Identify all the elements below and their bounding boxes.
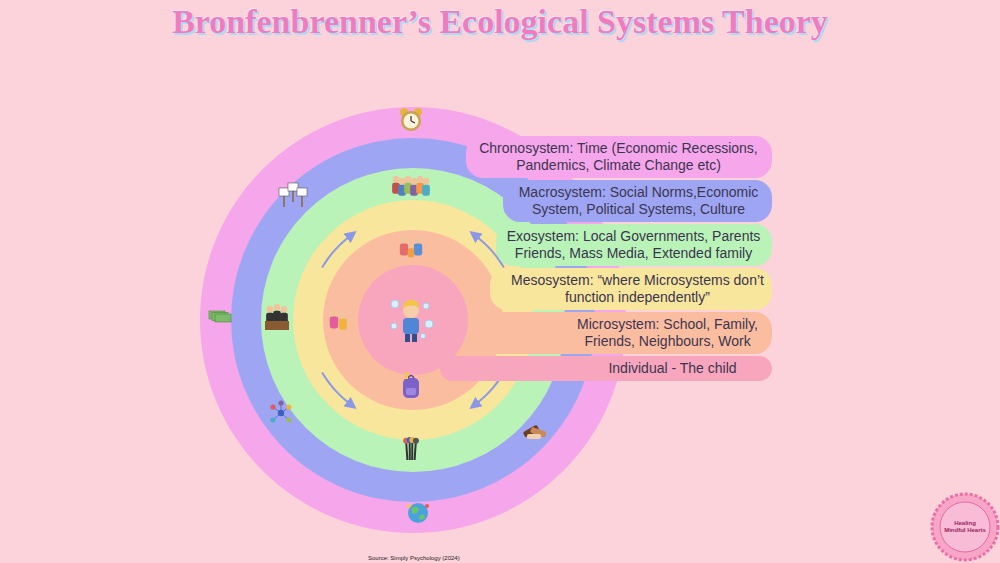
system-label: Exosystem: Local Governments, Parents Fr…	[500, 228, 767, 262]
system-band: Chronosystem: Time (Economic Recessions,…	[466, 136, 772, 178]
logo-text: Healing Mindful Hearts	[943, 520, 987, 534]
cycle-arrow	[322, 234, 353, 268]
backpack-icon	[403, 372, 419, 398]
system-band: Individual - The child	[440, 356, 772, 381]
child-icon	[391, 300, 433, 342]
system-label: Microsystem: School, Family, Friends, Ne…	[568, 316, 767, 350]
government-icon	[265, 304, 289, 330]
system-label: Macrosystem: Social Norms,Economic Syste…	[510, 184, 767, 218]
system-band: Exosystem: Local Governments, Parents Fr…	[496, 224, 772, 266]
family-icon	[400, 236, 422, 257]
children-icon	[330, 309, 347, 330]
globe-icon	[407, 503, 429, 523]
money-icon	[209, 311, 231, 322]
hands-icon	[523, 425, 547, 439]
system-band: Microsystem: School, Family, Friends, Ne…	[470, 312, 772, 354]
logo-badge	[932, 494, 998, 560]
source-note: Source: Simply Psychology (2024)	[368, 555, 460, 562]
diagram-title: Bronfenbrenner’s Ecological Systems Theo…	[0, 2, 1000, 42]
social-network-icon	[270, 400, 291, 422]
system-label: Mesosystem: “where Microsystems don’t fu…	[508, 272, 767, 306]
crowd-icon	[392, 176, 430, 196]
system-label: Individual - The child	[578, 360, 767, 377]
cycle-arrow	[322, 373, 353, 407]
system-label: Chronosystem: Time (Economic Recessions,…	[470, 140, 767, 174]
protest-signs-icon	[279, 183, 307, 207]
system-band: Mesosystem: “where Microsystems don’t fu…	[490, 268, 772, 310]
system-band: Macrosystem: Social Norms,Economic Syste…	[503, 180, 772, 222]
microphones-icon	[403, 437, 419, 460]
alarm-clock-icon	[400, 108, 422, 131]
